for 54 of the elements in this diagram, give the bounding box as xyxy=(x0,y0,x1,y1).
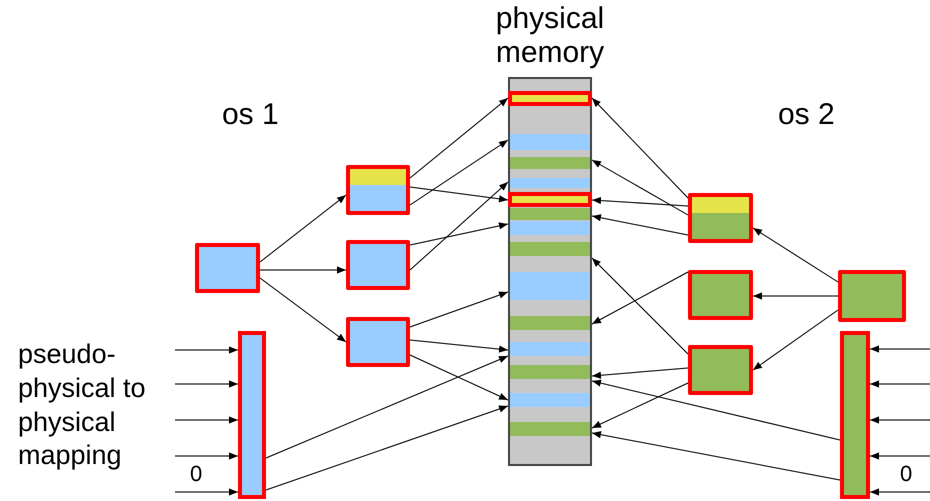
arrow xyxy=(870,345,930,353)
arrow xyxy=(870,380,930,388)
arrow xyxy=(870,452,930,460)
label: os 2 xyxy=(778,97,835,133)
memory-page-highlight xyxy=(508,192,592,207)
page-table-box xyxy=(688,270,753,320)
arrow xyxy=(410,222,508,246)
arrow xyxy=(592,196,688,206)
arrow xyxy=(260,194,346,262)
arrow xyxy=(266,356,508,458)
arrow xyxy=(174,452,238,460)
arrow xyxy=(592,380,840,440)
arrow xyxy=(592,214,688,236)
arrow xyxy=(592,272,688,324)
arrow xyxy=(592,368,688,379)
label: os 1 xyxy=(222,97,279,133)
memory-page-highlight xyxy=(508,91,592,106)
arrow xyxy=(174,346,238,354)
arrow xyxy=(752,310,838,370)
page-table-box xyxy=(838,270,906,322)
page-table-box xyxy=(346,165,410,215)
page-table-box xyxy=(195,243,260,293)
arrow xyxy=(752,228,838,282)
arrow xyxy=(410,340,508,353)
arrow xyxy=(174,488,238,496)
arrow xyxy=(592,98,688,198)
label: 0 xyxy=(190,460,202,488)
page-table-bar xyxy=(238,331,266,499)
arrow xyxy=(410,98,508,178)
arrow xyxy=(174,380,238,388)
arrow xyxy=(410,182,508,270)
arrow xyxy=(410,292,508,328)
arrow xyxy=(592,258,688,354)
arrow xyxy=(260,278,346,342)
page-table-box xyxy=(346,317,410,367)
page-table-box xyxy=(346,240,410,290)
page-table-box xyxy=(688,345,753,395)
arrow xyxy=(174,416,238,424)
label: pseudo- physical to physical mapping xyxy=(18,338,147,472)
arrow xyxy=(410,354,508,400)
arrow xyxy=(592,431,840,480)
arrow xyxy=(266,406,508,490)
arrow xyxy=(410,186,508,202)
label: 0 xyxy=(900,460,912,488)
arrow xyxy=(870,416,930,424)
heading: physical memory xyxy=(494,2,606,70)
arrow xyxy=(410,140,508,206)
page-table-bar xyxy=(840,331,870,499)
arrow xyxy=(752,292,838,300)
page-table-box xyxy=(688,193,753,243)
arrow xyxy=(592,382,688,428)
arrow xyxy=(592,160,688,216)
arrow xyxy=(260,266,346,274)
arrow xyxy=(870,488,930,496)
